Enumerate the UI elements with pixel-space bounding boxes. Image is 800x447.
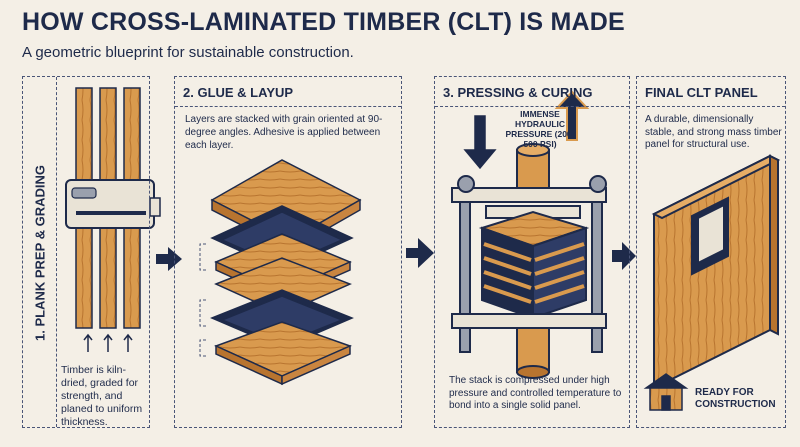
step-1-heading: 1. PLANK PREP & GRADING	[32, 164, 48, 342]
flow-arrow-icon	[406, 238, 434, 268]
step-1-header-bar: 1. PLANK PREP & GRADING	[23, 77, 57, 427]
step-2-heading: 2. GLUE & LAYUP	[175, 77, 401, 107]
house-icon	[643, 373, 689, 411]
layup-stack-illustration	[210, 159, 362, 386]
pressure-label: IMMENSE HYDRAULIC PRESSURE (200-500 PSI)	[505, 109, 575, 149]
step-3-caption: The stack is compressed under high press…	[449, 375, 622, 411]
step-panel-plank-prep: 1. PLANK PREP & GRADING Timber is kiln-d…	[22, 76, 150, 428]
step-4-heading: FINAL CLT PANEL	[637, 77, 785, 107]
flow-arrow-icon	[156, 247, 182, 271]
hydraulic-press-icon	[451, 143, 607, 379]
step-panel-pressing-curing: 3. PRESSING & CURING IMMENSE HYDRAULIC P…	[434, 76, 630, 428]
planer-machine-icon	[65, 179, 161, 229]
step-panel-final-panel: FINAL CLT PANEL A durable, dimensionally…	[636, 76, 786, 428]
layer-bracket-lines	[199, 243, 206, 357]
page-subtitle: A geometric blueprint for sustainable co…	[22, 44, 354, 61]
ready-badge: READY FOR CONSTRUCTION	[695, 387, 776, 410]
page-title: HOW CROSS-LAMINATED TIMBER (CLT) IS MADE	[22, 8, 625, 36]
step-1-caption: Timber is kiln-dried, graded for strengt…	[61, 364, 143, 428]
flow-arrow-icon	[612, 242, 636, 270]
pressure-arrows-icon	[463, 90, 590, 170]
step-4-caption: A durable, dimensionally stable, and str…	[645, 114, 782, 150]
step-3-heading: 3. PRESSING & CURING	[435, 77, 629, 107]
stack-wood-stripes	[483, 242, 585, 304]
step-panel-glue-layup: 2. GLUE & LAYUP Layers are stacked with …	[174, 76, 402, 428]
step-2-caption: Layers are stacked with grain oriented a…	[185, 114, 383, 151]
clt-panel-illustration	[651, 154, 781, 390]
upward-arrows-icon	[83, 333, 133, 352]
